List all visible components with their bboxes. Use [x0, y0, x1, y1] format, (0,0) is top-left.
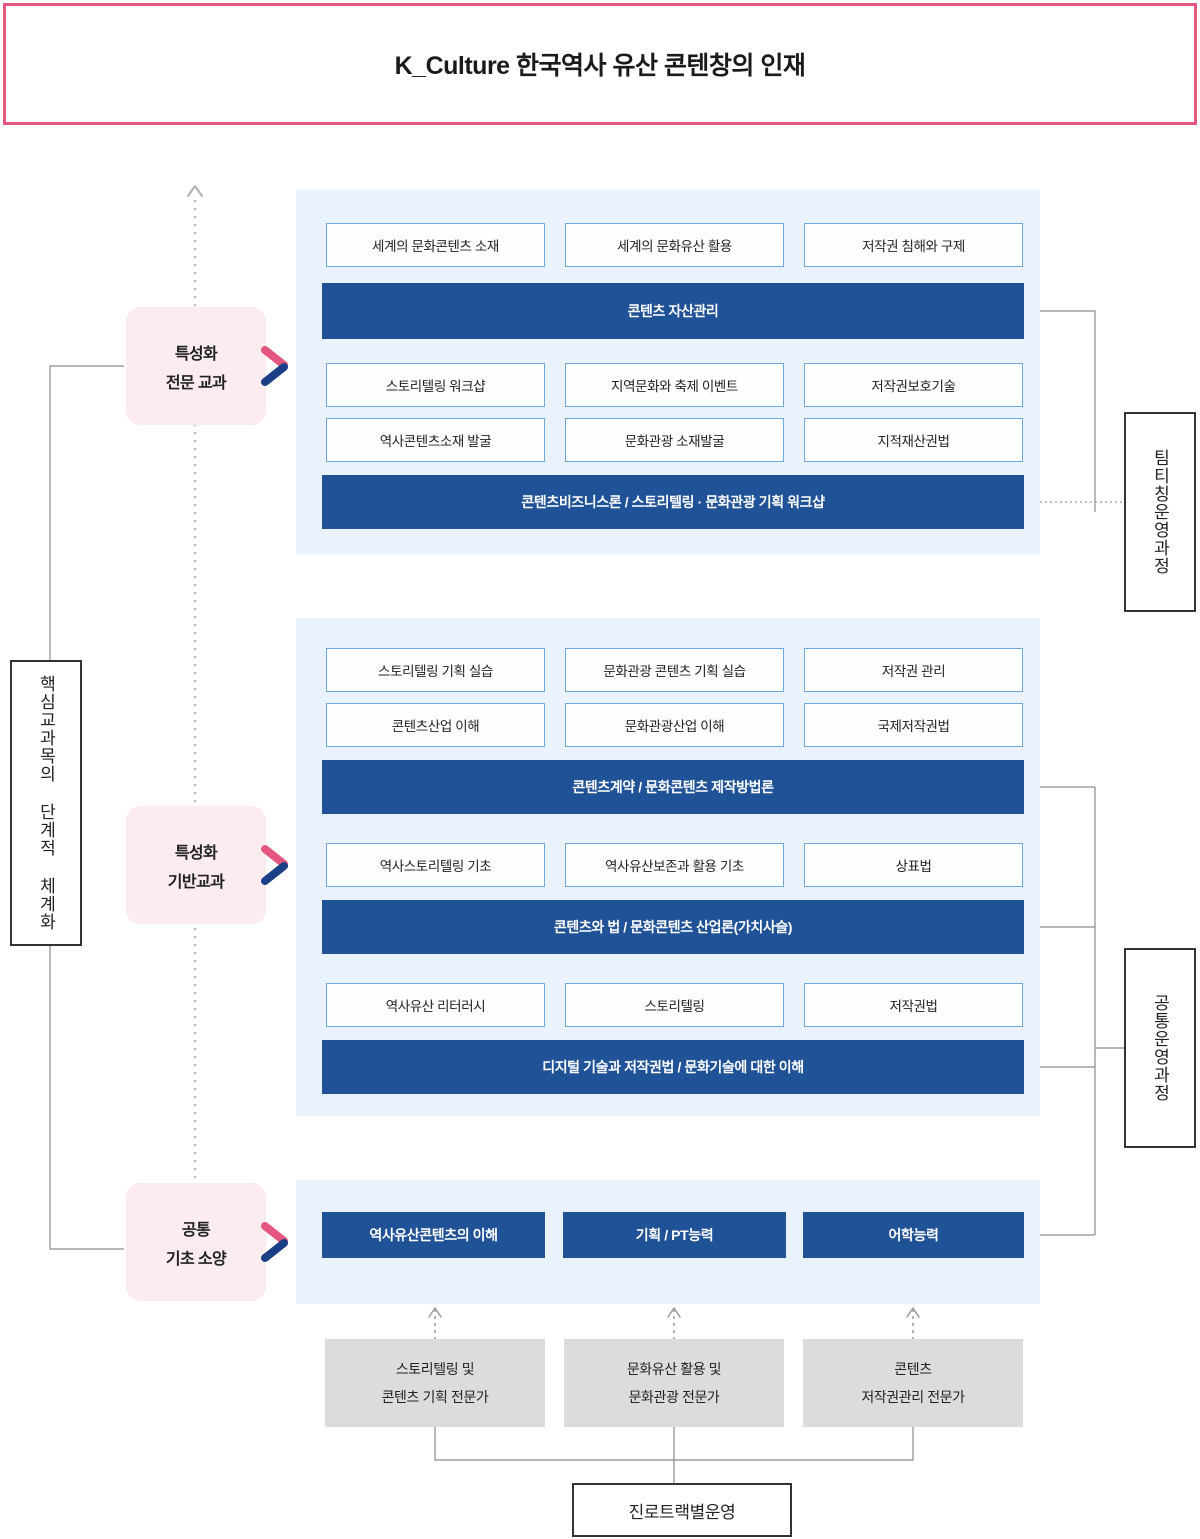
- core-bar-content-contract[interactable]: 콘텐츠계약 / 문화콘텐츠 제작방법론: [322, 760, 1024, 814]
- track-label-line1: 문화유산 활용 및: [626, 1361, 722, 1377]
- track-arrow-icon-1: [428, 1307, 442, 1340]
- common-bar-heritage-content[interactable]: 역사유산콘텐츠의 이해: [322, 1212, 545, 1258]
- stage-label-line2: 전문 교과: [165, 374, 227, 392]
- page-header: K_Culture 한국역사 유산 콘텐창의 인재: [3, 3, 1197, 125]
- course-box[interactable]: 상표법: [804, 843, 1023, 887]
- chevron-right-icon: [261, 346, 288, 386]
- track-label-line2: 문화관광 전문가: [628, 1389, 720, 1405]
- stage-item-specialized-base[interactable]: 특성화 기반교과: [126, 806, 288, 924]
- bottom-bracket-connector: [434, 1427, 914, 1483]
- stage-item-specialized-major[interactable]: 특성화 전문 교과: [126, 307, 288, 425]
- track-box-heritage-tourism[interactable]: 문화유산 활용 및 문화관광 전문가: [564, 1339, 784, 1427]
- course-box[interactable]: 세계의 문화유산 활용: [565, 223, 784, 267]
- course-box[interactable]: 문화관광산업 이해: [565, 703, 784, 747]
- core-bar-content-law[interactable]: 콘텐츠와 법 / 문화콘텐츠 산업론(가치사슬): [322, 900, 1024, 954]
- course-box[interactable]: 스토리텔링: [565, 983, 784, 1027]
- stage-label-line2: 기초 소양: [165, 1250, 227, 1268]
- final-box-career-track[interactable]: 진로트랙별운영: [572, 1483, 792, 1537]
- stage-label-line2: 기반교과: [167, 873, 225, 891]
- course-box[interactable]: 저작권 관리: [804, 648, 1023, 692]
- course-box[interactable]: 지역문화와 축제 이벤트: [565, 363, 784, 407]
- page-title: K_Culture 한국역사 유산 콘텐창의 인재: [394, 52, 806, 80]
- stage-label-line1: 공통: [181, 1221, 211, 1239]
- course-box[interactable]: 문화관광 콘텐츠 기획 실습: [565, 648, 784, 692]
- chevron-right-icon: [261, 845, 288, 885]
- course-box[interactable]: 지적재산권법: [804, 418, 1023, 462]
- course-box[interactable]: 문화관광 소재발굴: [565, 418, 784, 462]
- course-box[interactable]: 세계의 문화콘텐츠 소재: [326, 223, 545, 267]
- course-box[interactable]: 역사유산 리터러시: [326, 983, 545, 1027]
- core-bar-digital-tech[interactable]: 디지털 기술과 저작권법 / 문화기술에 대한 이해: [322, 1040, 1024, 1094]
- stage-label-line1: 특성화: [174, 844, 218, 862]
- course-box[interactable]: 저작권 침해와 구제: [804, 223, 1023, 267]
- final-box-label: 진로트랙별운영: [628, 1502, 736, 1522]
- common-bar-planning-pt[interactable]: 기획 / PT능력: [563, 1212, 786, 1258]
- course-box[interactable]: 콘텐츠산업 이해: [326, 703, 545, 747]
- side-box-team-teaching: 팀티칭운영과정: [1124, 412, 1196, 612]
- side-box-team-teaching-label: 팀티칭운영과정: [1150, 449, 1170, 575]
- right-bracket-common: [1040, 786, 1124, 1236]
- track-box-storytelling[interactable]: 스토리텔링 및 콘텐츠 기획 전문가: [325, 1339, 545, 1427]
- core-bar-content-asset[interactable]: 콘텐츠 자산관리: [322, 283, 1024, 339]
- track-arrow-icon-2: [667, 1307, 681, 1340]
- side-box-common-operation: 공통운영과정: [1124, 948, 1196, 1148]
- course-box[interactable]: 저작권법: [804, 983, 1023, 1027]
- right-bracket-team: [1040, 310, 1124, 512]
- core-bar-content-business[interactable]: 콘텐츠비즈니스론 / 스토리텔링 · 문화관광 기획 워크샵: [322, 475, 1024, 529]
- side-box-core-curriculum: 핵심교과목의 단계적 체계화: [10, 660, 82, 946]
- course-box[interactable]: 역사유산보존과 활용 기초: [565, 843, 784, 887]
- course-box[interactable]: 스토리텔링 기획 실습: [326, 648, 545, 692]
- stage-label-line1: 특성화: [174, 345, 218, 363]
- track-arrow-icon-3: [906, 1307, 920, 1340]
- track-label-line2: 콘텐츠 기획 전문가: [381, 1389, 489, 1405]
- course-box[interactable]: 역사스토리텔링 기초: [326, 843, 545, 887]
- common-bar-language[interactable]: 어학능력: [803, 1212, 1024, 1258]
- side-box-common-operation-label: 공통운영과정: [1150, 994, 1170, 1102]
- chevron-right-icon: [261, 1222, 288, 1262]
- stage-item-common-basic[interactable]: 공통 기초 소양: [126, 1183, 288, 1301]
- course-box[interactable]: 스토리텔링 워크샵: [326, 363, 545, 407]
- track-label-line1: 스토리텔링 및: [395, 1361, 475, 1377]
- course-box[interactable]: 역사콘텐츠소재 발굴: [326, 418, 545, 462]
- course-box[interactable]: 국제저작권법: [804, 703, 1023, 747]
- track-label-line1: 콘텐츠: [894, 1361, 932, 1377]
- track-label-line2: 저작권관리 전문가: [861, 1389, 965, 1405]
- course-box[interactable]: 저작권보호기술: [804, 363, 1023, 407]
- track-box-copyright[interactable]: 콘텐츠 저작권관리 전문가: [803, 1339, 1023, 1427]
- side-box-core-curriculum-label: 핵심교과목의 단계적 체계화: [36, 675, 56, 931]
